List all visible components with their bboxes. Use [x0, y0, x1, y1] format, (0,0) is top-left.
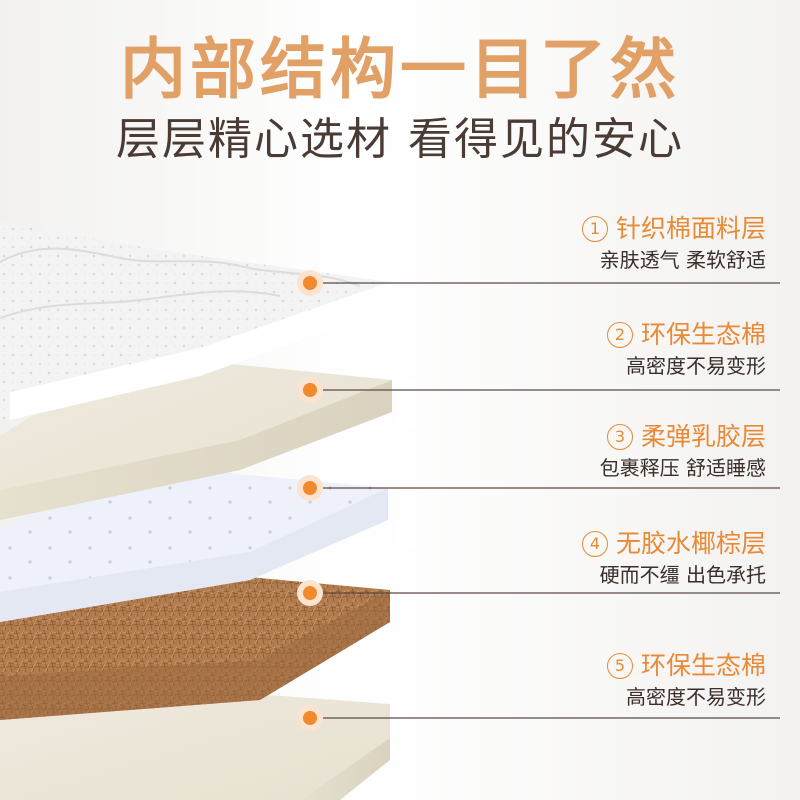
layer-3-latex	[0, 464, 416, 622]
marker-1	[297, 270, 323, 296]
layer-number-5: 5	[606, 653, 633, 679]
foam-tab	[398, 380, 416, 426]
latex-tab	[398, 488, 416, 546]
layer-desc-4: 硬而不缰 出色承托	[599, 563, 766, 587]
layer-desc-5: 高密度不易变形	[626, 685, 766, 709]
layer-number-2: 2	[606, 322, 633, 348]
layer-desc-2: 高密度不易变形	[626, 354, 766, 378]
marker-4	[297, 580, 323, 606]
layer-number-4: 4	[581, 531, 608, 557]
page-subtitle: 层层精心选材 看得见的安心	[116, 114, 684, 165]
layer-desc-1: 亲肤透气 柔软舒适	[599, 248, 766, 272]
page-title: 内部结构一目了然	[120, 31, 680, 108]
marker-5	[297, 705, 323, 731]
layer-1-knit-fabric	[0, 222, 390, 420]
marker-2	[297, 377, 323, 403]
layer-number-3: 3	[606, 424, 633, 450]
layer-5-eco-cotton	[0, 684, 390, 800]
marker-3	[297, 475, 323, 501]
layer-number-1: 1	[581, 216, 608, 242]
layer-desc-3: 包裹释压 舒适睡感	[599, 456, 766, 480]
